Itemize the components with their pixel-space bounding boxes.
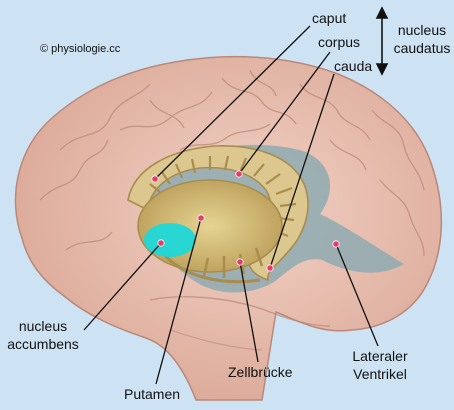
label-corpus: corpus <box>318 34 361 50</box>
marker-dots <box>151 170 340 272</box>
copyright-text: © physiologie.cc <box>40 43 121 55</box>
nucleus-caudatus-arrow <box>375 6 389 76</box>
label-nucleus-caudatus-line1: nucleus <box>397 22 447 38</box>
marker-accumbens <box>157 239 165 247</box>
label-zellbruecke: Zellbrücke <box>228 364 293 380</box>
caudate-stripes <box>149 155 297 238</box>
nucleus-accumbens-shape <box>144 223 196 257</box>
marker-cauda <box>266 264 274 272</box>
marker-corpus <box>235 170 243 178</box>
label-caput: caput <box>312 10 347 26</box>
marker-ventrikel <box>332 240 340 248</box>
gyri-lines <box>39 69 425 257</box>
marker-caput <box>151 175 159 183</box>
label-nucleus-caudatus-line2: caudatus <box>393 40 451 56</box>
label-putamen: Putamen <box>124 386 181 402</box>
label-lines <box>83 25 379 385</box>
label-lateraler-ventrikel-line2: Ventrikel <box>353 366 407 382</box>
marker-zellbruecke <box>236 258 244 266</box>
label-lateraler-ventrikel-line1: Lateraler <box>352 348 408 364</box>
label-nucleus-accumbens-line2: accumbens <box>7 336 79 352</box>
label-nucleus-accumbens-line1: nucleus <box>18 318 68 334</box>
label-cauda: cauda <box>334 58 373 74</box>
marker-putamen <box>197 214 205 222</box>
